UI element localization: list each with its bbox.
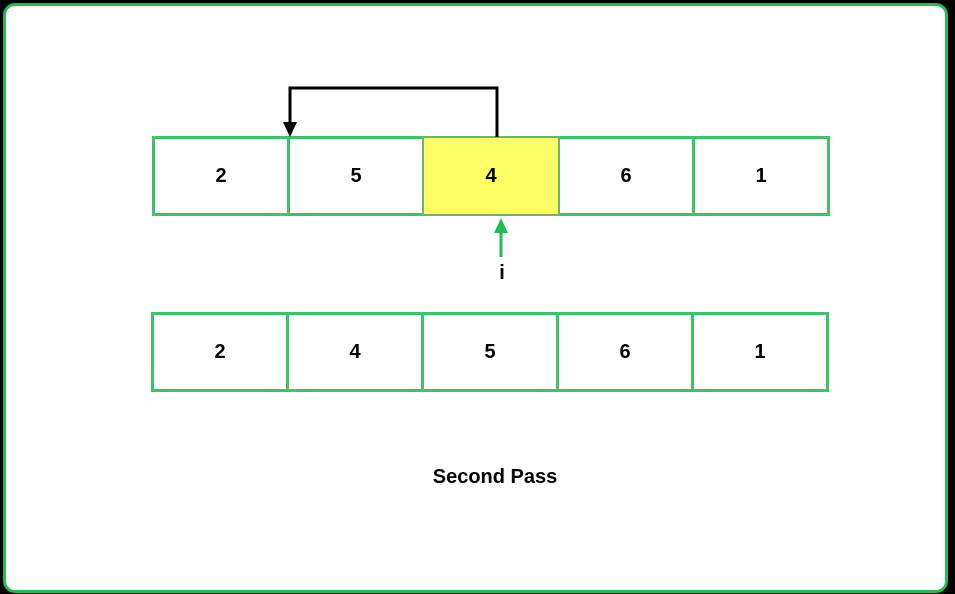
top-array-cell-2-highlighted: 4 [422,136,560,216]
caption: Second Pass [432,466,558,488]
diagram-frame [3,3,948,593]
bottom-array-cell-0: 2 [151,312,289,392]
top-array-cell-4: 1 [692,136,830,216]
top-array-cell-0: 2 [152,136,290,216]
pointer-label: i [499,262,505,284]
bottom-array-cell-3: 6 [556,312,694,392]
bottom-array: 2 4 5 6 1 [151,312,829,392]
bottom-array-cell-1: 4 [286,312,424,392]
top-array-cell-1: 5 [287,136,425,216]
top-array: 2 5 4 6 1 [152,136,830,216]
bottom-array-cell-4: 1 [691,312,829,392]
bottom-array-cell-2: 5 [421,312,559,392]
top-array-cell-3: 6 [557,136,695,216]
